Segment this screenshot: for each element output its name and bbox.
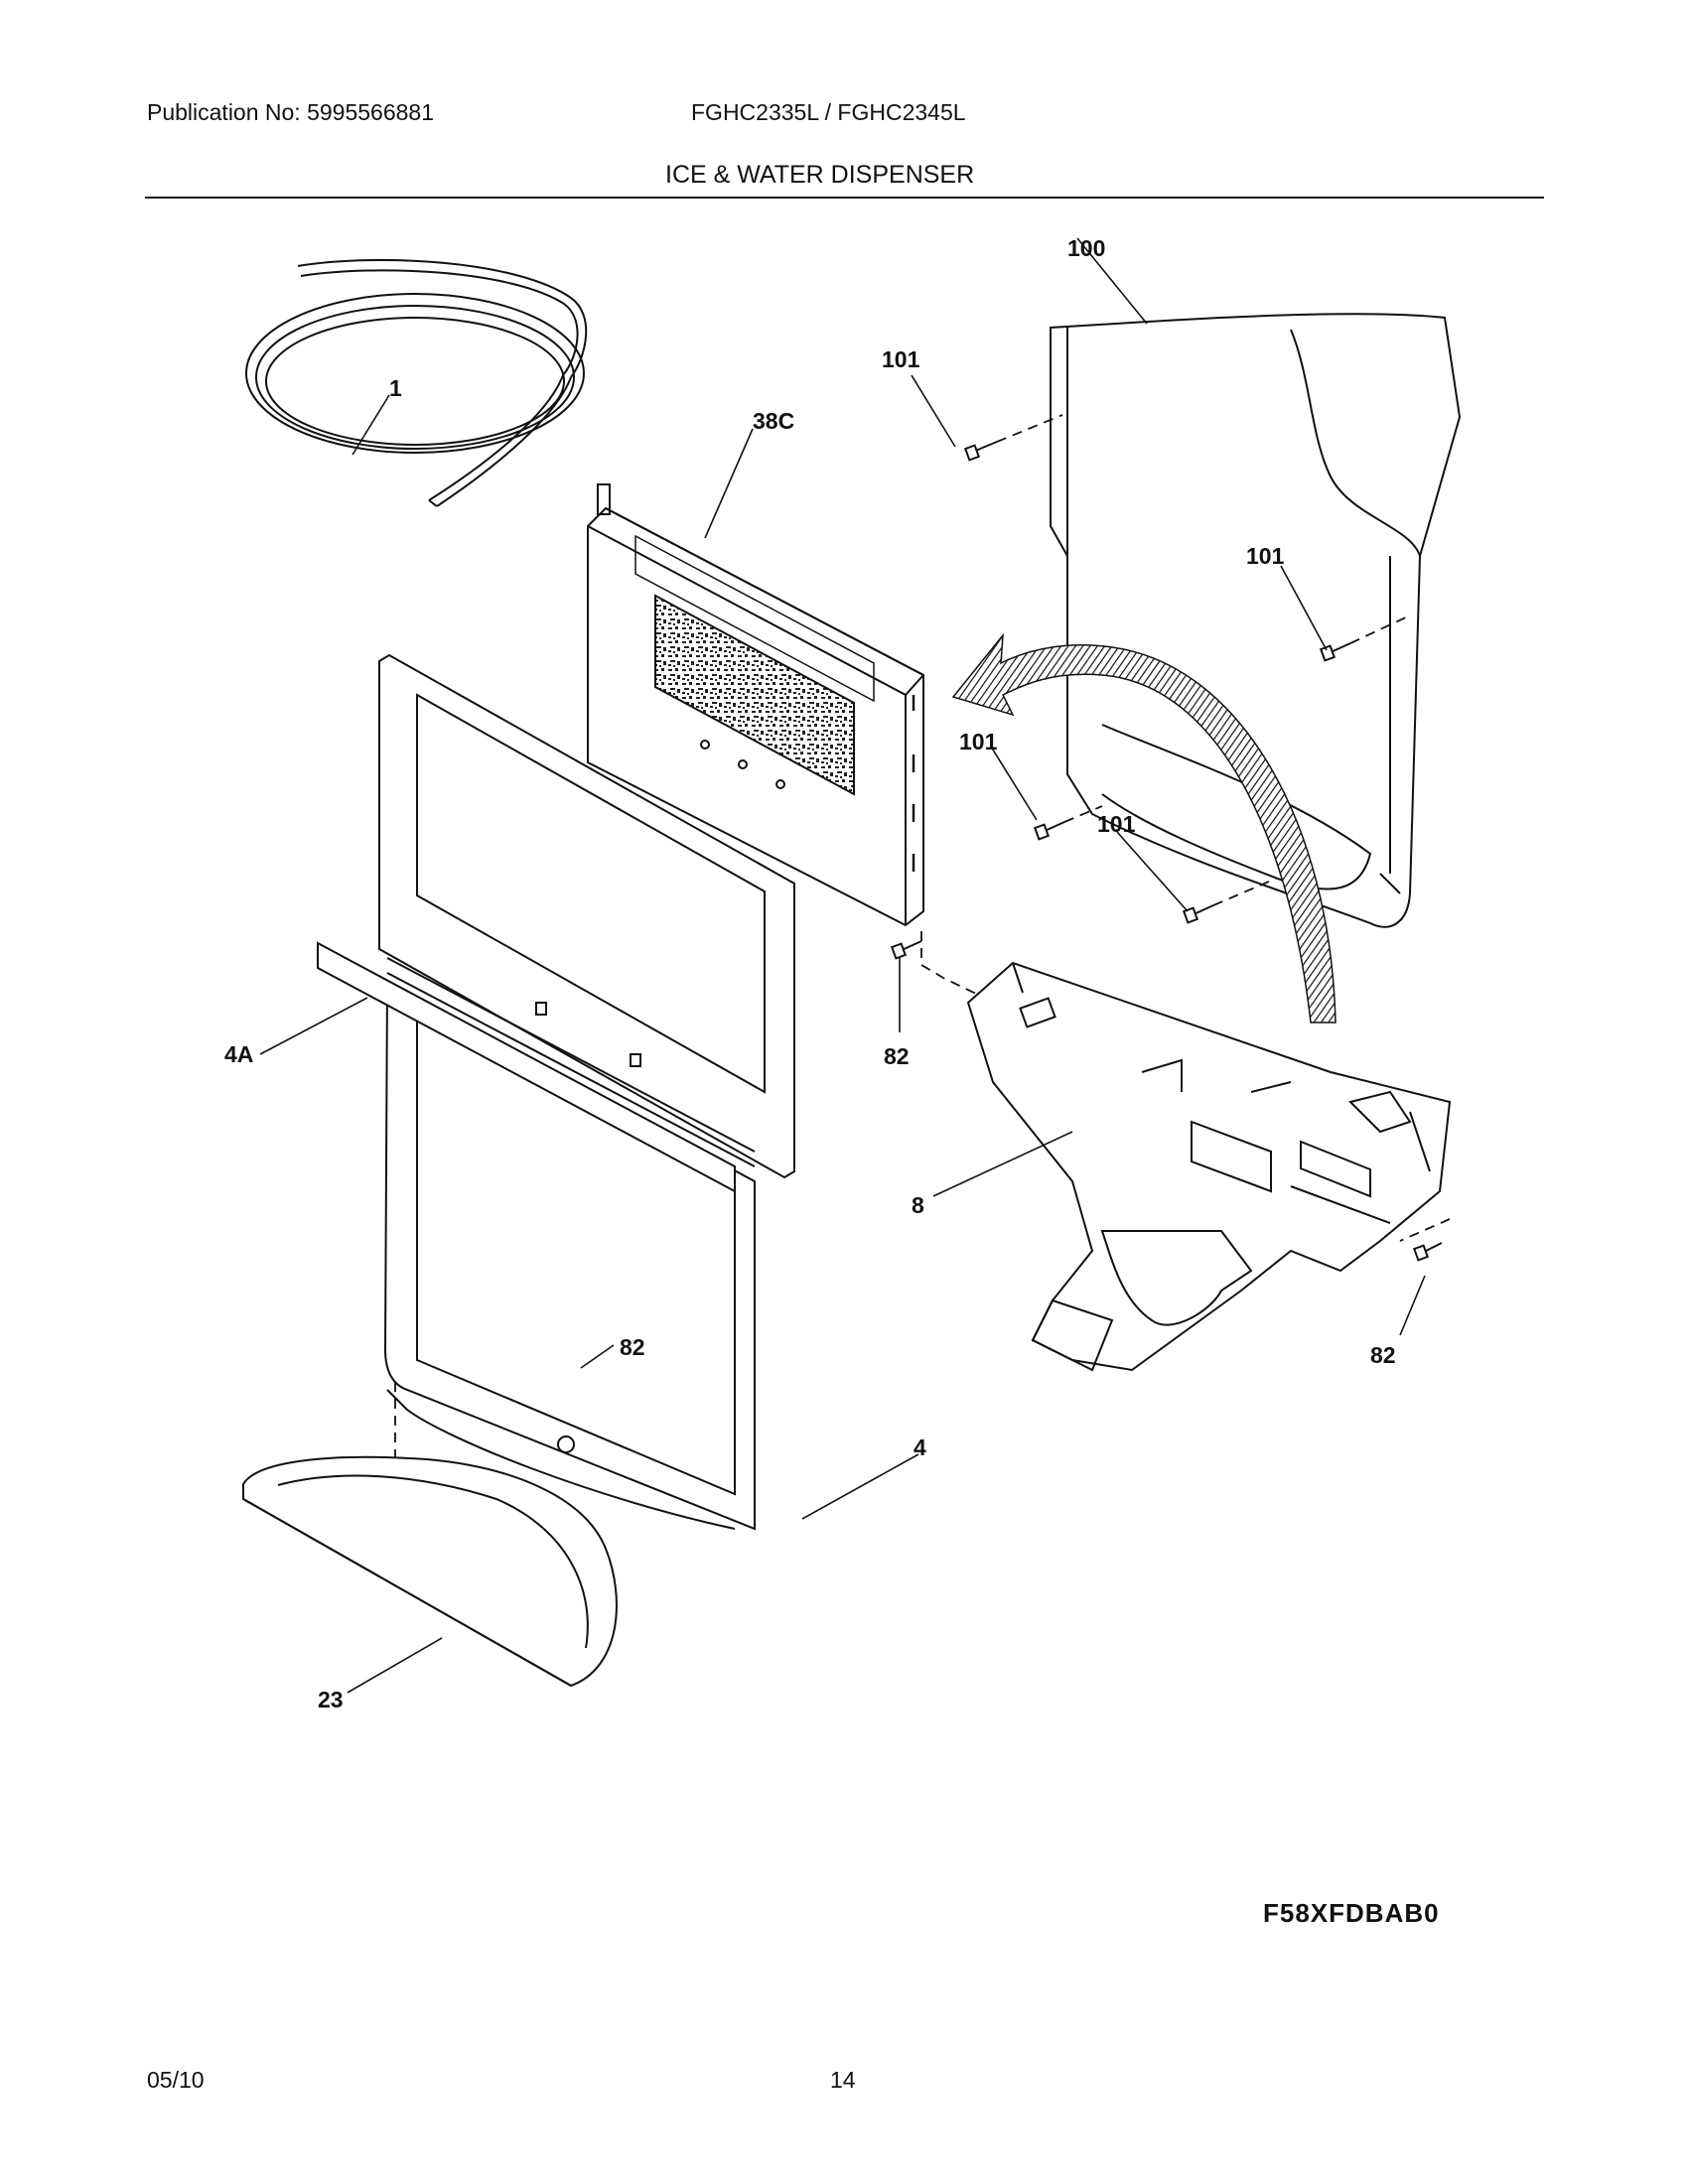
leader-lines	[259, 237, 1426, 1694]
model-numbers: FGHC2335L / FGHC2345L	[691, 99, 966, 125]
callout-23: 23	[318, 1687, 344, 1712]
header-rule	[145, 197, 1544, 199]
callout-1: 1	[389, 375, 402, 401]
footer-date: 05/10	[147, 2067, 205, 2093]
callout-82-board: 82	[884, 1043, 910, 1069]
dispenser-frame-part-4	[378, 653, 795, 1531]
assembly-arrow	[951, 632, 1336, 1024]
callout-82-frame: 82	[620, 1334, 645, 1360]
control-board-part-38c	[587, 483, 924, 927]
callout-101-lower: 101	[1097, 811, 1136, 837]
callout-100: 100	[1067, 235, 1105, 261]
callout-82-module: 82	[1370, 1342, 1396, 1368]
dispenser-module-part-8	[966, 961, 1452, 1372]
dispenser-housing-part-100	[1050, 313, 1462, 928]
page-number: 14	[830, 2067, 856, 2093]
section-title: ICE & WATER DISPENSER	[665, 161, 975, 189]
callout-101-top: 101	[882, 346, 920, 372]
callout-38c: 38C	[753, 408, 794, 434]
callout-8: 8	[912, 1192, 924, 1218]
diagram-code: F58XFDBAB0	[1263, 1898, 1440, 1928]
callout-4: 4	[914, 1434, 926, 1460]
drip-tray-part-23	[242, 1455, 618, 1688]
publication-number: Publication No: 5995566881	[147, 99, 435, 125]
trim-strip-part-4a	[317, 941, 756, 1193]
callout-4a: 4A	[224, 1041, 253, 1067]
callout-101-right: 101	[1246, 543, 1285, 569]
callout-101-mid: 101	[959, 729, 998, 754]
tubing-coil-part-1	[245, 258, 588, 507]
